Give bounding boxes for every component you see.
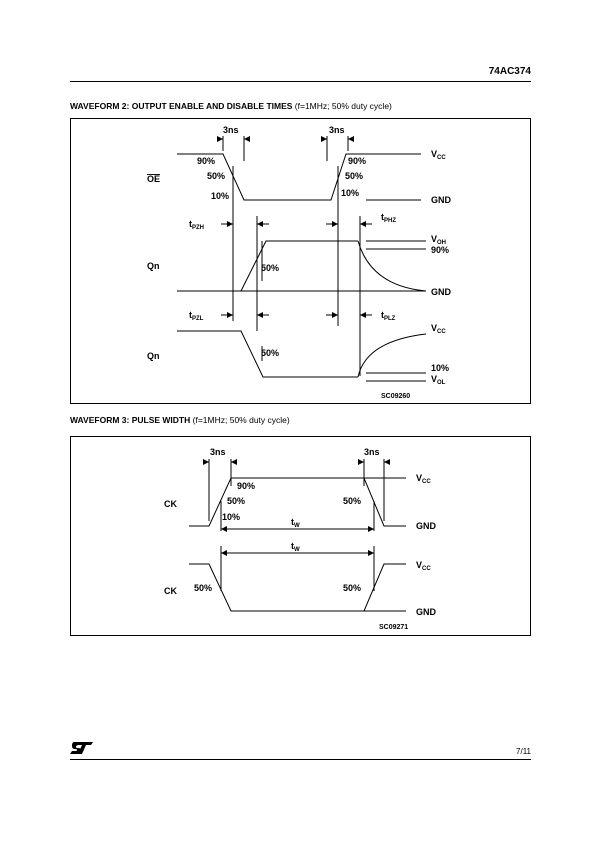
ck-pulse-2 (189, 563, 406, 612)
wf3-50-right-2: 50% (343, 583, 361, 593)
qn-low-waveform (177, 330, 358, 378)
waveform2-title: WAVEFORM 2: OUTPUT ENABLE AND DISABLE TI… (70, 101, 392, 111)
t-plz-label: tPLZ (381, 310, 396, 322)
page-number: 7/11 (516, 747, 531, 756)
wf3-fall-label: 3ns (364, 447, 380, 457)
waveform2-figure: 3ns 3ns 90% 50% 10% 90% 50% 10% OE VCC G… (70, 118, 531, 404)
qn-high-waveform (177, 240, 358, 292)
signal-qn-label-2: Qn (147, 351, 160, 361)
wf2-vcc-top: VCC (431, 149, 446, 161)
waveform3-figure: 3ns 3ns 90% 50% 10% 50% CK VCC GND tW tW… (70, 436, 531, 636)
header-rule (70, 81, 531, 82)
wf2-oe-90-left: 90% (197, 156, 215, 166)
signal-qn-label-1: Qn (147, 261, 160, 271)
wf3-rise-label: 3ns (210, 447, 226, 457)
wf3-50-left-2: 50% (194, 583, 212, 593)
wf2-vcc-bottom: VCC (431, 323, 446, 335)
wf3-vcc-top: VCC (416, 473, 431, 485)
wf2-figure-code: SC09260 (381, 393, 410, 400)
wf2-oe-90-right: 90% (348, 156, 366, 166)
wf2-voh-label: VOH (431, 234, 446, 246)
wf2-fall-label: 3ns (329, 125, 345, 135)
wf3-gnd-bottom: GND (416, 607, 437, 617)
wf3-vcc-bottom: VCC (416, 560, 431, 572)
wf3-90: 90% (237, 481, 255, 491)
waveform2-title-text: WAVEFORM 2: OUTPUT ENABLE AND DISABLE TI… (70, 101, 293, 111)
ck-pulse-1 (189, 477, 406, 527)
wf2-qn2-50: 50% (261, 348, 279, 358)
wf2-rise-label: 3ns (223, 125, 239, 135)
oe-waveform (177, 153, 421, 201)
waveform2-diagram: 3ns 3ns 90% 50% 10% 90% 50% 10% OE VCC G… (147, 125, 452, 400)
wf2-vol-10: 10% (431, 363, 449, 373)
wf3-50-right: 50% (343, 496, 361, 506)
wf3-50-left: 50% (227, 496, 245, 506)
waveform3-conditions: (f=1MHz; 50% duty cycle) (192, 415, 290, 425)
wf2-gnd-mid: GND (431, 287, 452, 297)
part-number: 74AC374 (488, 66, 531, 77)
signal-ck-label-2: CK (164, 586, 177, 596)
t-pzl-label: tPZL (189, 310, 204, 322)
t-pzh-label: tPZH (189, 219, 204, 231)
wf3-tw-label-2: tW (291, 541, 300, 553)
waveform2-conditions: (f=1MHz; 50% duty cycle) (294, 101, 392, 111)
wf2-oe-10-left: 10% (211, 191, 229, 201)
waveform3-title: WAVEFORM 3: PULSE WIDTH (f=1MHz; 50% dut… (70, 415, 290, 425)
waveform3-diagram: 3ns 3ns 90% 50% 10% 50% CK VCC GND tW tW… (164, 447, 437, 631)
footer-rule (70, 759, 531, 760)
signal-ck-label-1: CK (164, 499, 177, 509)
t-phz-label: tPHZ (381, 212, 396, 224)
wf3-tw-label-1: tW (291, 517, 300, 529)
waveform3-title-text: WAVEFORM 3: PULSE WIDTH (70, 415, 191, 425)
wf2-vol-label: VOL (431, 374, 446, 386)
st-logo-icon (70, 741, 94, 755)
wf2-oe-10-right: 10% (341, 188, 359, 198)
wf2-oe-50-right: 50% (345, 171, 363, 181)
qn-low-rise (357, 333, 427, 378)
wf2-gnd-top: GND (431, 195, 452, 205)
wf2-oe-50-left: 50% (207, 171, 225, 181)
qn-high-decay (357, 240, 427, 292)
wf2-qn1-50: 50% (261, 263, 279, 273)
wf2-voh-90: 90% (431, 245, 449, 255)
wf3-10: 10% (222, 512, 240, 522)
wf3-gnd-top: GND (416, 521, 437, 531)
wf3-figure-code: SC09271 (379, 624, 408, 631)
signal-oe-label: OE (147, 174, 160, 184)
